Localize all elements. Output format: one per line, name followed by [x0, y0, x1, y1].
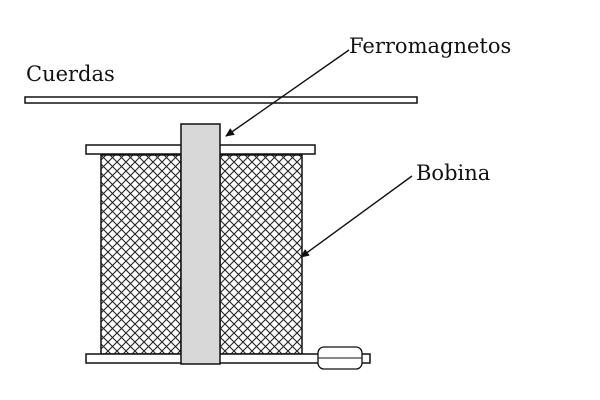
coil-leader-arrow — [300, 175, 413, 258]
label-coil: Bobina — [416, 161, 490, 185]
coil-winding-right — [219, 154, 303, 355]
magnet-leader-arrow — [225, 49, 350, 137]
coil-winding-left — [100, 154, 182, 355]
bobbin-bottom-flange — [85, 353, 371, 364]
string-bar — [24, 96, 418, 104]
label-strings: Cuerdas — [26, 62, 115, 86]
label-magnet: Ferromagnetos — [349, 34, 511, 58]
magnet-pole — [180, 123, 221, 365]
